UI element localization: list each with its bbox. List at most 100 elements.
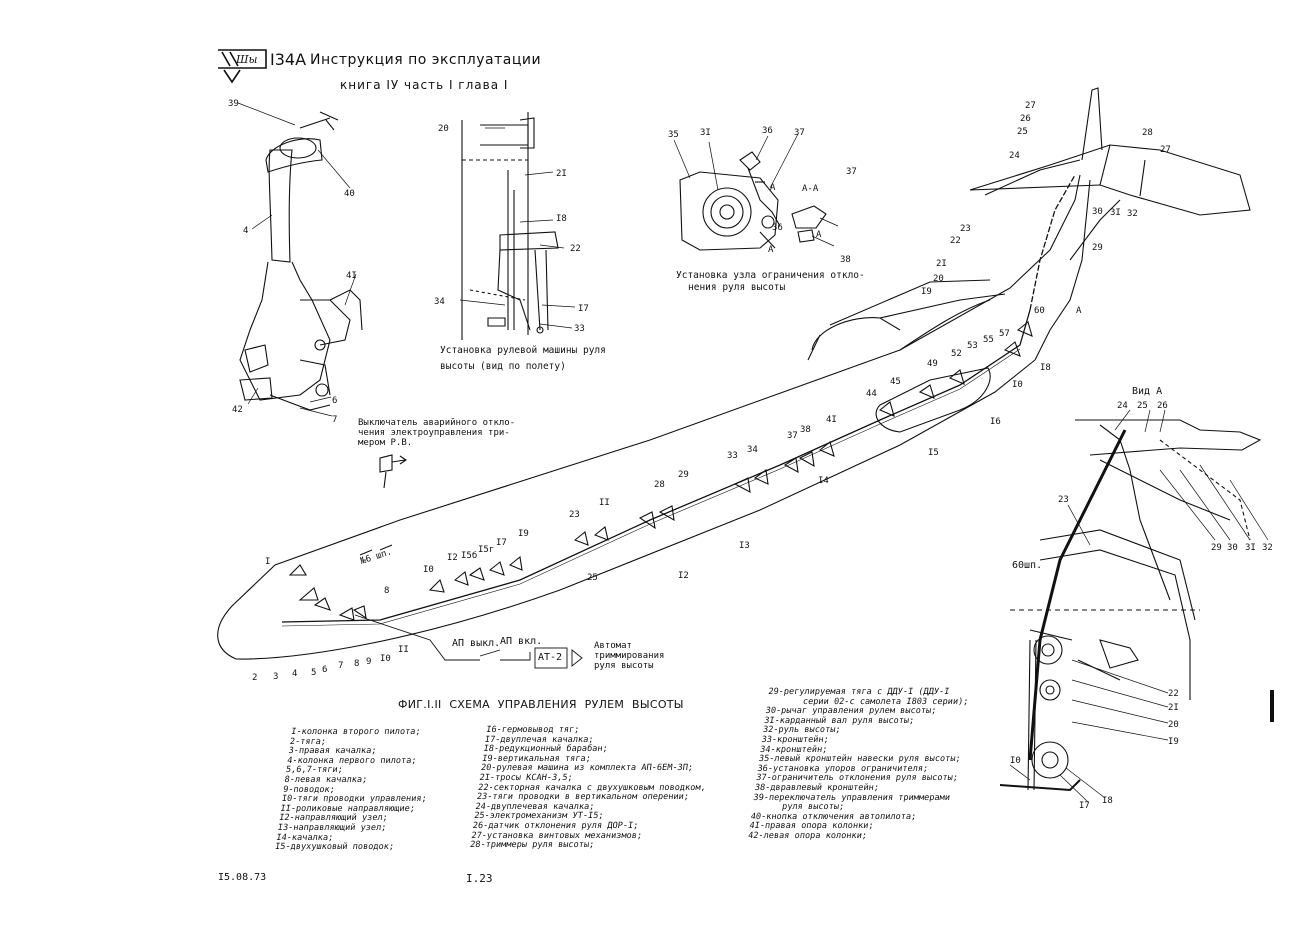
autopilot-caption-line: Автомат bbox=[594, 641, 632, 651]
callout-number: I0 bbox=[380, 654, 391, 664]
callout-number: 22 bbox=[1168, 689, 1179, 699]
callout-number: 36 bbox=[772, 223, 783, 233]
callout-number: А bbox=[1076, 306, 1082, 316]
callout-number: 22 bbox=[570, 244, 581, 254]
callout-number: I9 bbox=[921, 287, 932, 297]
callout-number: 23 bbox=[569, 510, 580, 520]
legend-item: 28-триммеры руля высоты; bbox=[469, 840, 595, 851]
steering-machine-view bbox=[461, 112, 559, 340]
callout-number: 60 bbox=[1034, 306, 1045, 316]
callout-number: 42 bbox=[232, 405, 243, 415]
callout-number: I2 bbox=[678, 571, 689, 581]
callout-number: I4 bbox=[818, 476, 829, 486]
callout-number: 20 bbox=[933, 274, 944, 284]
callout-number: 37 bbox=[794, 128, 805, 138]
logo-mark bbox=[218, 49, 267, 84]
callout-number: I3 bbox=[739, 541, 750, 551]
view-a-detail bbox=[999, 419, 1262, 792]
legend-col-2: I6-гермовывод тяг; I7-двуплечая качалка;… bbox=[469, 725, 714, 851]
legend-col-1: I-колонка второго пилота; 2-тяга; 3-прав… bbox=[274, 727, 436, 853]
callout-number: I7 bbox=[496, 538, 507, 548]
callout-number: 3I bbox=[1245, 543, 1256, 553]
callout-number: I bbox=[265, 557, 270, 567]
at2-label: АТ-2 bbox=[538, 652, 563, 663]
callout-number: 37 bbox=[787, 431, 798, 441]
callout-number: 9 bbox=[366, 657, 371, 667]
limiter-caption-line: нения руля высоты bbox=[688, 282, 786, 293]
callout-number: А bbox=[770, 183, 776, 193]
callout-number: I5 bbox=[928, 448, 939, 458]
legend-item: I5-двухушковый поводок; bbox=[274, 842, 395, 853]
callout-number: 28 bbox=[654, 480, 665, 490]
horizontal-stabilizer bbox=[969, 87, 1251, 216]
callout-number: 26 bbox=[1157, 401, 1168, 411]
callout-number: 8 bbox=[384, 586, 389, 596]
callout-number: 5 bbox=[311, 668, 316, 678]
frame-60-label: 60шп. bbox=[1012, 560, 1043, 571]
callout-number: 28 bbox=[1142, 128, 1153, 138]
switch-caption-line: мером Р.В. bbox=[358, 438, 413, 448]
ap-on-label: АП вкл. bbox=[500, 636, 543, 647]
callout-number: I5г bbox=[478, 545, 494, 555]
callout-number: 24 bbox=[1117, 401, 1128, 411]
limiter-caption-line: Установка узла ограничения откло- bbox=[676, 270, 865, 281]
callout-number: 29 bbox=[1092, 243, 1103, 253]
callout-number: 52 bbox=[951, 349, 962, 359]
callout-number: I9 bbox=[518, 529, 529, 539]
callout-number: 20 bbox=[1168, 720, 1179, 730]
callout-number: 2I bbox=[936, 259, 947, 269]
callout-number: А bbox=[768, 245, 774, 255]
callout-number: 23 bbox=[960, 224, 971, 234]
page-number: I.23 bbox=[466, 872, 493, 885]
autopilot-caption-line: триммирования bbox=[594, 651, 665, 661]
switch-caption: Выключатель аварийного откло- чения элек… bbox=[358, 418, 515, 448]
callout-number: 36 bbox=[762, 126, 773, 136]
callout-number: II bbox=[599, 498, 610, 508]
limiter-caption: Установка узла ограничения откло- нения … bbox=[676, 270, 865, 294]
legend-item: 42-левая опора колонки; bbox=[747, 830, 868, 841]
callout-number: 25 bbox=[587, 573, 598, 583]
callout-number: 38 bbox=[800, 425, 811, 435]
doc-title: Инструкция по эксплуатации bbox=[310, 52, 542, 68]
callout-number: 27 bbox=[1160, 145, 1171, 155]
callout-number: 25 bbox=[1017, 127, 1028, 137]
callout-number: 27 bbox=[1025, 101, 1036, 111]
callout-number: I9 bbox=[1168, 737, 1179, 747]
callout-number: 45 bbox=[890, 377, 901, 387]
callout-number: 37 bbox=[846, 167, 857, 177]
callout-number: I5б bbox=[461, 550, 477, 561]
callout-number: 32 bbox=[1262, 543, 1273, 553]
callout-number: 57 bbox=[999, 329, 1010, 339]
rod-brackets bbox=[288, 321, 1033, 621]
margin-bar bbox=[1270, 690, 1274, 722]
switch-caption-line: Выключатель аварийного откло- bbox=[358, 418, 516, 428]
callout-number: 4I bbox=[346, 271, 357, 281]
section-aa-label: А-А bbox=[802, 184, 819, 194]
autopilot-caption-line: руля высоты bbox=[594, 661, 654, 671]
control-rod-run bbox=[281, 174, 1076, 627]
steering-leaders bbox=[459, 127, 576, 329]
autopilot-switch bbox=[379, 454, 407, 489]
callout-number: 33 bbox=[727, 451, 738, 461]
callout-number: 30 bbox=[1092, 207, 1103, 217]
callout-number: I8 bbox=[556, 214, 567, 224]
callout-number: 34 bbox=[434, 297, 445, 307]
callout-number: 34 bbox=[747, 445, 758, 455]
callout-number: 4 bbox=[292, 669, 297, 679]
callout-number: I7 bbox=[1079, 801, 1090, 811]
callout-number: I0 bbox=[1012, 380, 1023, 390]
callout-number: 35 bbox=[668, 130, 679, 140]
view-a-label: Вид А bbox=[1132, 386, 1163, 397]
control-column-assembly bbox=[239, 111, 363, 411]
callout-number: 29 bbox=[678, 470, 689, 480]
callout-number: 30 bbox=[1227, 543, 1238, 553]
callout-number: 7 bbox=[332, 415, 337, 425]
callout-number: 2 bbox=[252, 673, 257, 683]
doc-code: I34A bbox=[270, 50, 307, 69]
callout-number: 3I bbox=[1110, 208, 1121, 218]
callout-number: 40 bbox=[344, 189, 355, 199]
callout-number: I8 bbox=[1102, 796, 1113, 806]
callout-number: 22 bbox=[950, 236, 961, 246]
